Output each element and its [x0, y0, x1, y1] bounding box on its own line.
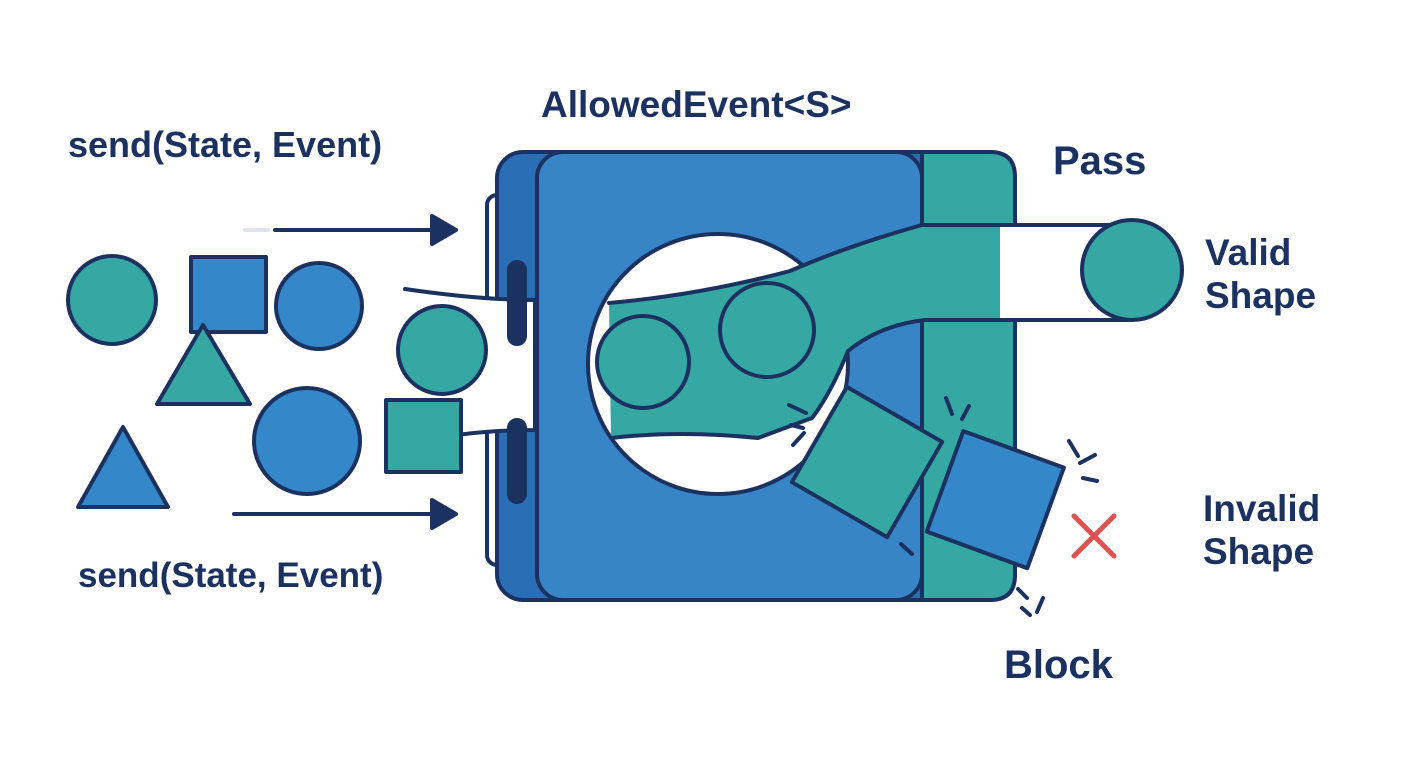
- invalid-shape-label: Invalid Shape: [1203, 488, 1320, 573]
- valid-shape-output: [1080, 218, 1184, 322]
- send-label-top: send(State, Event): [68, 124, 383, 165]
- x-icon: [1071, 513, 1117, 559]
- send-label-bottom: send(State, Event): [78, 556, 384, 595]
- teal-circle-shape: [66, 254, 158, 346]
- teal-square-entering: [384, 398, 463, 474]
- teal-circle-entering: [396, 304, 488, 396]
- blue-circle-shape-large: [252, 386, 362, 496]
- valid-shape-label-line2: Shape: [1205, 274, 1317, 316]
- valid-shape-label: Valid Shape: [1205, 232, 1316, 317]
- arrow-right-icon-top: [243, 214, 458, 246]
- valid-circle-in-chamber: [595, 314, 691, 410]
- inlet-slot-upper: [507, 260, 527, 346]
- blue-triangle-shape: [76, 425, 170, 509]
- gate-type-label: AllowedEvent<S>: [541, 84, 852, 125]
- invalid-shape-label-line1: Invalid: [1203, 488, 1321, 529]
- blue-circle-shape: [274, 261, 364, 351]
- pass-label: Pass: [1053, 139, 1147, 183]
- blocked-blue-square: [924, 429, 1066, 571]
- blue-square-shape: [189, 255, 268, 334]
- valid-shape-label-line1: Valid: [1205, 232, 1292, 273]
- invalid-shape-label-line2: Shape: [1203, 530, 1315, 572]
- impact-marks: [787, 396, 1099, 617]
- teal-triangle-shape: [155, 323, 252, 406]
- arrow-right-icon-bottom: [232, 498, 458, 530]
- inlet-slot-lower: [507, 418, 527, 504]
- blocked-teal-square: [789, 384, 945, 540]
- block-label: Block: [1004, 643, 1113, 687]
- valid-circle-in-chamber-2: [718, 281, 816, 379]
